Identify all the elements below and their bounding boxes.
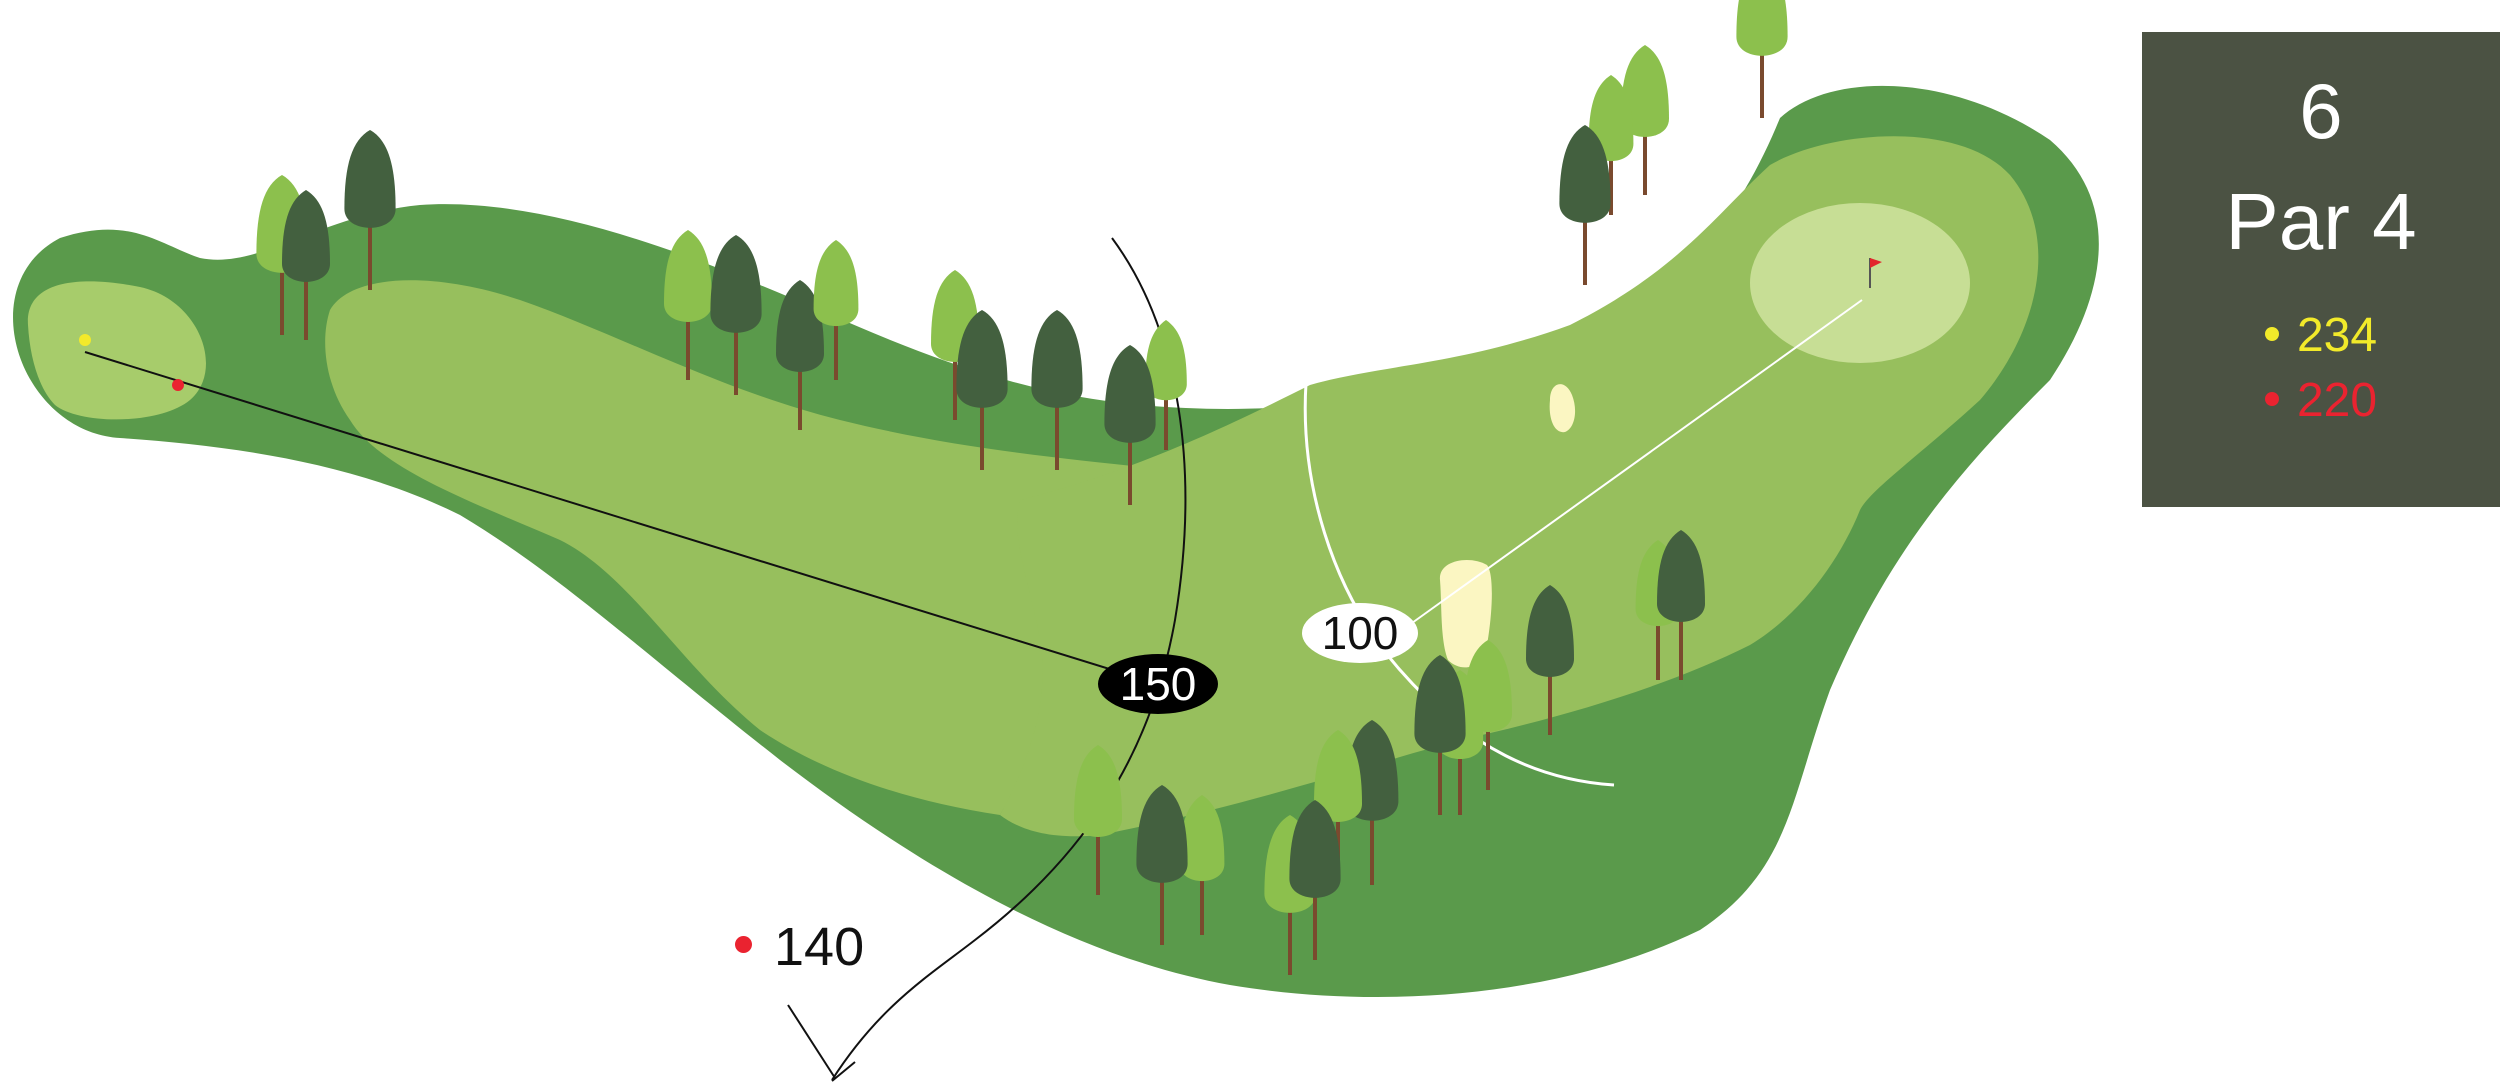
- tree-crown: [1414, 655, 1466, 753]
- yellow-tee-marker: [79, 334, 91, 346]
- flag-icon: [1869, 258, 1882, 288]
- tree-crown: [813, 240, 859, 327]
- tree-crown: [1179, 795, 1225, 882]
- tree-icon: [1736, 0, 1788, 118]
- tree-icon: [1104, 345, 1156, 505]
- tree-crown: [1074, 745, 1122, 837]
- tee-box: [27, 281, 206, 420]
- tree-crown: [1145, 320, 1187, 401]
- tree-icon: [1526, 585, 1574, 735]
- yellow-tee-yardage-row: 234: [2142, 312, 2500, 360]
- marker-100: 100: [1302, 603, 1418, 663]
- marker-150: 150: [1098, 654, 1218, 714]
- tee-shot-line: [84, 351, 1159, 685]
- hole-info-panel: 6 Par 4 234 220: [2142, 32, 2500, 507]
- tree-crown: [776, 280, 824, 372]
- red-tee-distance: 140: [774, 917, 865, 977]
- tree-icon: [1179, 795, 1225, 935]
- tree-crown: [1526, 585, 1574, 677]
- tree-crown: [1736, 0, 1788, 56]
- tree-icon: [1657, 530, 1705, 680]
- tree-icon: [1414, 655, 1466, 815]
- tree-crown: [344, 130, 396, 228]
- red-dot-icon: [2264, 392, 2279, 407]
- tree-crown: [282, 190, 330, 282]
- red-tee-distance-label: 140: [735, 920, 864, 974]
- marker-150-label: 150: [1120, 658, 1197, 710]
- bunker-large: [1439, 560, 1492, 668]
- tree-icon: [1145, 320, 1187, 450]
- tree-crown: [1136, 785, 1188, 883]
- tree-icon: [1289, 800, 1341, 960]
- tree-crown: [1559, 125, 1611, 223]
- red-tee-yardage: 220: [2296, 374, 2378, 427]
- yellow-tee-yardage: 234: [2296, 309, 2378, 362]
- hole-par: Par 4: [2225, 177, 2417, 266]
- tree-crown: [956, 310, 1008, 408]
- tree-icon: [956, 310, 1008, 470]
- approach-line: [1411, 299, 1863, 624]
- tree-crown: [1314, 730, 1362, 822]
- yellow-dot-icon: [2264, 327, 2279, 342]
- tree-icon: [1031, 310, 1083, 470]
- red-tee-yardage-row: 220: [2142, 377, 2500, 425]
- red-tee-marker: [172, 379, 184, 391]
- red-dot-icon: [735, 936, 752, 954]
- tree-crown: [1104, 345, 1156, 443]
- tree-crown: [1621, 45, 1669, 137]
- tree-icon: [710, 235, 762, 395]
- tree-crown: [1289, 800, 1341, 898]
- arrow-icon: [787, 1004, 856, 1082]
- putting-green: [1750, 203, 1970, 363]
- tree-icon: [813, 240, 859, 380]
- tree-icon: [664, 230, 712, 380]
- tree-icon: [1136, 785, 1188, 945]
- tree-group: [256, 0, 1788, 975]
- tree-icon: [282, 190, 330, 340]
- tree-crown: [1031, 310, 1083, 408]
- tree-icon: [1074, 745, 1122, 895]
- marker-100-label: 100: [1322, 607, 1399, 659]
- fairway-left: [325, 280, 1180, 816]
- tree-crown: [1588, 75, 1634, 162]
- arc-100: [1303, 382, 1615, 787]
- tree-icon: [1621, 45, 1669, 195]
- hole-number: 6: [2299, 67, 2343, 155]
- tree-icon: [776, 280, 824, 430]
- tree-crown: [710, 235, 762, 333]
- tree-icon: [1559, 125, 1611, 285]
- bunker-small: [1549, 384, 1576, 433]
- tree-icon: [1588, 75, 1634, 215]
- tree-crown: [1657, 530, 1705, 622]
- tree-crown: [664, 230, 712, 322]
- tree-icon: [344, 130, 396, 290]
